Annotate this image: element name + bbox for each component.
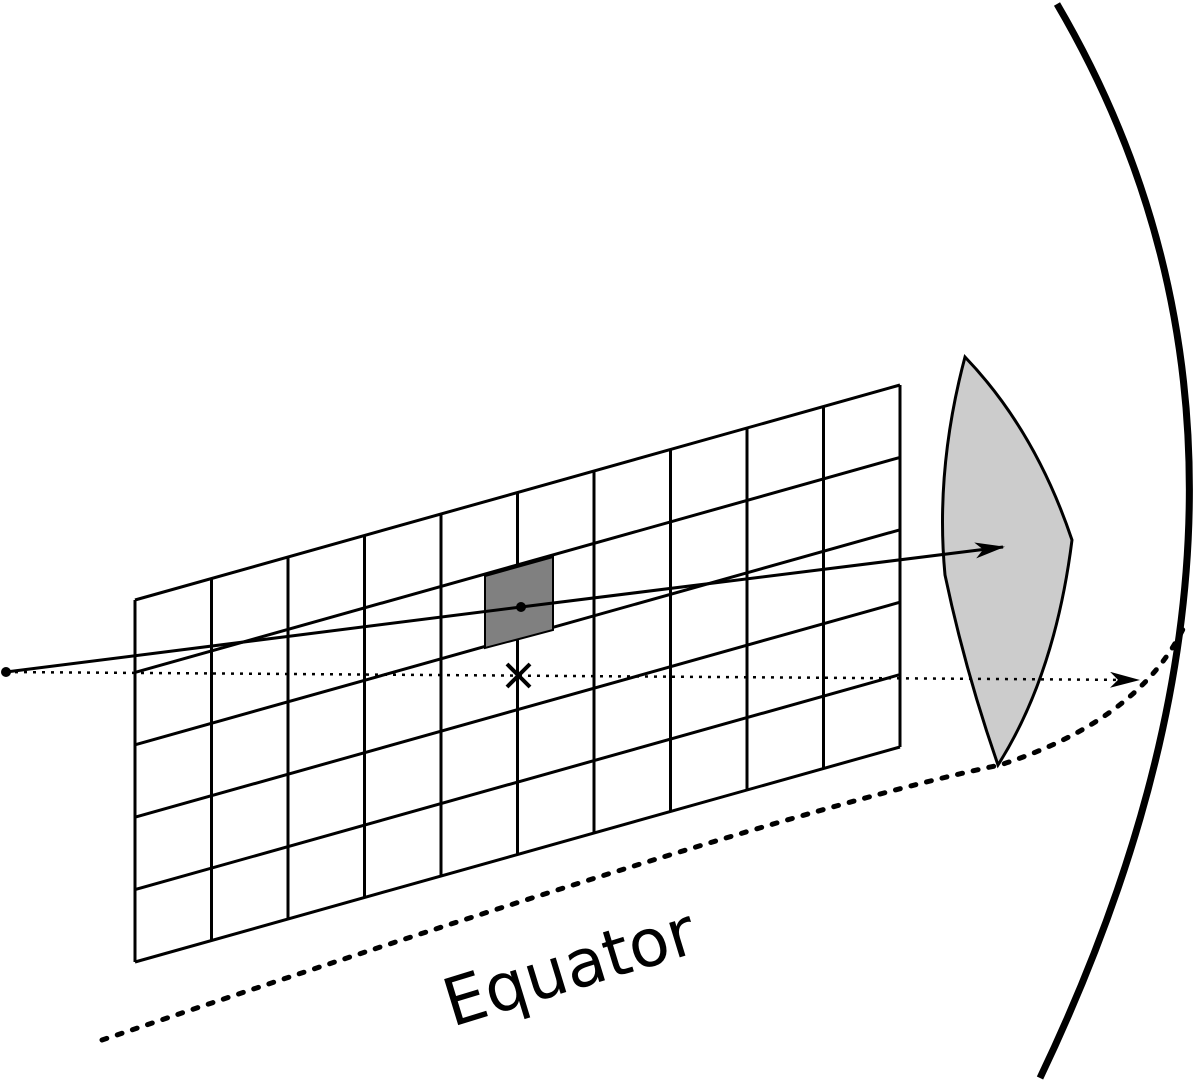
projection-center-dot: [1, 667, 11, 677]
principal-point-cross-icon: [505, 662, 532, 689]
equator-curve: [99, 622, 1188, 1043]
grid-line-horizontal: [134, 600, 901, 819]
grid-line-horizontal: [134, 673, 901, 892]
sphere-boundary-arc: [1036, 2, 1193, 1080]
equator-label: Equator: [434, 893, 705, 1043]
grid-line-horizontal: [134, 455, 901, 674]
grid-line-horizontal: [134, 383, 901, 602]
pixel-ray: [5, 542, 1005, 674]
pixel-grid: [133, 383, 902, 964]
projected-region: [941, 354, 1074, 769]
grid-line-horizontal: [134, 745, 901, 964]
pixel-center-dot: [516, 602, 526, 612]
